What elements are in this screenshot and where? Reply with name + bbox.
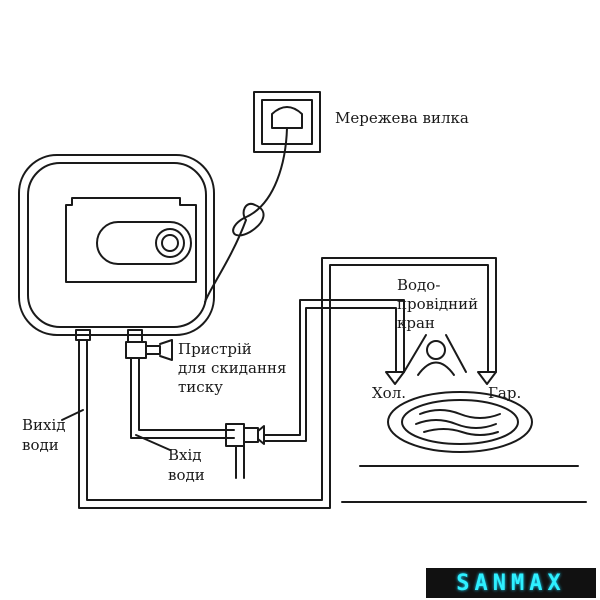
cold-label: Хол. (372, 384, 407, 402)
power-cord (204, 127, 288, 303)
hot-label: Гар. (488, 384, 522, 402)
outlet-pipe (75, 257, 497, 509)
brand-logo-text: SANMAX (456, 570, 566, 596)
inlet-label-line2: води (168, 466, 205, 484)
outlet-label-line1: Вихід (22, 416, 66, 434)
sink (341, 391, 587, 503)
inlet-pipe (130, 299, 405, 479)
relief-label-line3: тиску (178, 378, 223, 396)
outlet-leader (61, 409, 84, 421)
plug-label: Мережева вилка (335, 109, 469, 127)
inlet-label-line1: Вхід (168, 446, 202, 464)
brand-logo: SANMAX (426, 568, 596, 598)
faucet-label-line2: провідний (397, 295, 479, 313)
relief-label-line2: для скидання (178, 359, 287, 377)
water-heater (18, 154, 215, 336)
faucet-label-line3: кран (397, 314, 435, 332)
inlet-leader (135, 434, 171, 451)
relief-label-line1: Пристрій (178, 340, 252, 358)
faucet-label-line1: Водо- (397, 276, 441, 294)
outlet-label-line2: води (22, 436, 59, 454)
faucet (385, 334, 497, 385)
wall-socket (253, 91, 321, 153)
pressure-relief-valve (125, 329, 173, 361)
